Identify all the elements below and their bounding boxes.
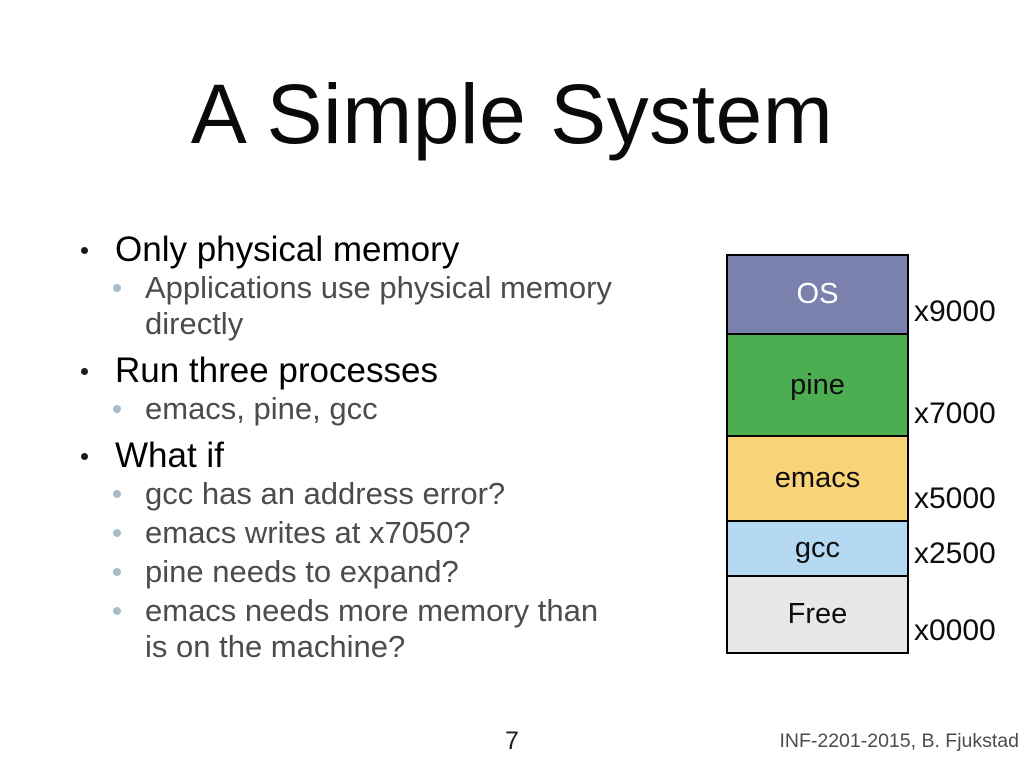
bullet-group-run-processes: Run three processes emacs, pine, gcc xyxy=(60,351,620,427)
memory-block-emacs: emacs xyxy=(728,435,907,520)
slide-title: A Simple System xyxy=(190,67,834,161)
sub-bullet-item: pine needs to expand? xyxy=(60,554,620,590)
address-column: x9000 x7000 x5000 x2500 x0000 xyxy=(914,254,1024,654)
sub-bullet-item: emacs, pine, gcc xyxy=(60,391,620,427)
memory-block-os: OS xyxy=(728,256,907,333)
address-label-x2500: x2500 xyxy=(914,537,996,570)
bullet-group-what-if: What if gcc has an address error? emacs … xyxy=(60,436,620,665)
memory-block-free: Free xyxy=(728,575,907,652)
footer-credit: INF-2201-2015, B. Fjukstad xyxy=(779,730,1019,752)
memory-block-pine: pine xyxy=(728,333,907,435)
memory-block-gcc: gcc xyxy=(728,520,907,575)
sub-bullet-item: emacs needs more memory than is on the m… xyxy=(60,593,620,665)
bullet-group-physical-memory: Only physical memory Applications use ph… xyxy=(60,230,620,342)
address-label-x5000: x5000 xyxy=(914,482,996,515)
sub-bullet-item: emacs writes at x7050? xyxy=(60,515,620,551)
bullet-item: Run three processes xyxy=(60,351,620,391)
address-label-x9000: x9000 xyxy=(914,295,996,328)
page-number: 7 xyxy=(505,727,519,755)
bullet-item: Only physical memory xyxy=(60,230,620,270)
address-label-x0000: x0000 xyxy=(914,614,996,647)
bullet-list: Only physical memory Applications use ph… xyxy=(60,230,620,674)
sub-bullet-item: gcc has an address error? xyxy=(60,476,620,512)
sub-bullet-item: Applications use physical memory directl… xyxy=(60,270,620,342)
address-label-x7000: x7000 xyxy=(914,397,996,430)
bullet-item: What if xyxy=(60,436,620,476)
